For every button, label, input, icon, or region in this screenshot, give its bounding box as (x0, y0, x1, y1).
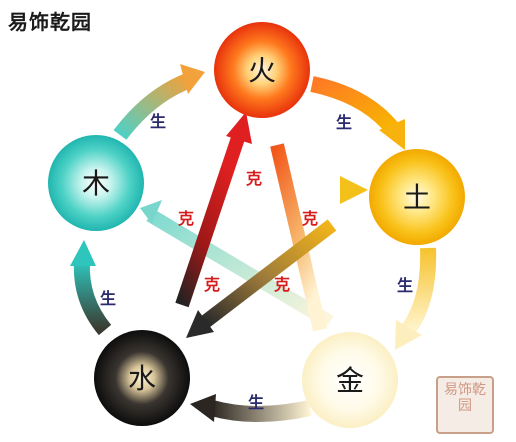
metal-label: 金 (336, 364, 364, 397)
generate-label-fire-earth: 生 (336, 113, 352, 132)
arrow-water-to-wood (73, 261, 112, 336)
generate-arrows (70, 64, 437, 422)
seal-stamp: 易饰乾园 (436, 376, 494, 434)
water-label: 水 (128, 362, 156, 395)
arrow-wood-to-fire (113, 72, 193, 140)
wood-label: 木 (82, 167, 110, 200)
generate-label-metal-water: 生 (248, 393, 264, 412)
overcome-label-water-fire-upper: 克 (178, 209, 194, 228)
element-nodes: 火 土 金 水 木 (48, 22, 465, 428)
arrowhead-metal-to-water (190, 394, 216, 422)
seal-stamp-text: 易饰乾园 (444, 382, 486, 414)
water-node (94, 330, 190, 426)
generate-labels: 生 生 生 生 生 (100, 112, 413, 412)
overcome-label-earth-water: 克 (204, 275, 220, 294)
arrow-fire-to-metal (270, 143, 327, 332)
arrowhead-wood-to-metal (140, 200, 162, 224)
arrowhead-wood-to-fire (180, 64, 205, 94)
arrow-fire-to-earth (310, 76, 399, 134)
overcome-label-fire-metal-upper: 克 (302, 209, 318, 228)
arrow-earth-to-metal (401, 247, 437, 335)
overcome-label-wood-metal: 克 (274, 275, 290, 294)
arrow-metal-to-water (209, 400, 312, 422)
arrowhead-water-to-fire (226, 112, 252, 144)
arrow-water-to-fire (175, 135, 245, 308)
fire-label: 火 (248, 54, 276, 87)
generate-label-earth-metal: 生 (397, 276, 413, 295)
earth-label: 土 (403, 181, 431, 214)
arrowhead-earth-to-metal (395, 320, 422, 350)
earth-node (369, 149, 465, 245)
wood-node (48, 135, 144, 231)
metal-node (302, 332, 398, 428)
generate-label-water-wood: 生 (100, 289, 116, 308)
generate-label-wood-fire: 生 (150, 112, 166, 131)
arrowhead-water-to-wood (70, 240, 96, 266)
arrow-earth-to-water (200, 219, 337, 328)
fire-node (214, 22, 310, 118)
arrowhead-fire-to-earth (379, 119, 405, 150)
overcome-arrows (140, 112, 368, 338)
arrow-wood-to-metal (146, 208, 334, 329)
arrowhead-earth-to-water (186, 310, 214, 338)
watermark-title: 易饰乾园 (8, 10, 92, 34)
overcome-labels: 克 克 克 克 克 (178, 169, 318, 294)
overcome-label-wood-earth: 克 (246, 169, 262, 188)
arrowhead-wood-to-earth (340, 176, 368, 204)
